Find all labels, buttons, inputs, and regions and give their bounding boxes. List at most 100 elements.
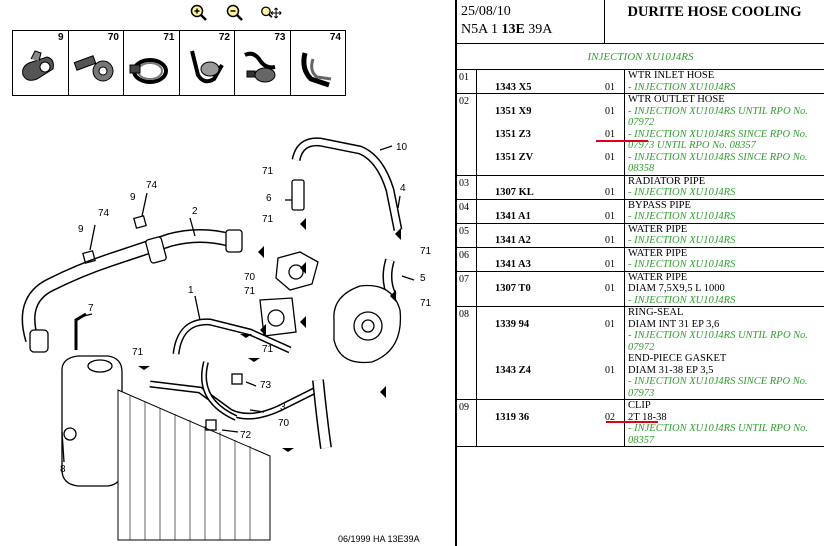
part-reference <box>477 435 605 447</box>
part-reference[interactable]: 1341 A3 <box>495 259 531 270</box>
part-description: WATER PIPE <box>624 247 824 259</box>
part-reference[interactable]: 1339 94 <box>495 318 530 330</box>
part-reference[interactable]: 1343 Z4 <box>495 364 531 376</box>
part-description: DIAM 7,5X9,5 L 1000 <box>624 283 824 295</box>
group-number: 07 <box>457 271 477 306</box>
part-line: 07973 <box>477 387 824 399</box>
part-quantity: 01 <box>605 81 615 93</box>
part-line: WATER PIPE <box>477 271 824 284</box>
part-reference[interactable]: 1341 A1 <box>495 211 531 222</box>
callout-1[interactable]: 1 <box>188 285 194 296</box>
callout-7[interactable]: 7 <box>88 303 94 314</box>
thumb-part-74[interactable]: 74 <box>291 31 346 95</box>
callout-9-top[interactable]: 9 <box>130 192 136 203</box>
part-description: RADIATOR PIPE <box>624 175 824 187</box>
part-quantity <box>605 272 624 284</box>
group-number: 09 <box>457 400 477 446</box>
callout-74-top[interactable]: 74 <box>146 180 158 191</box>
part-line: BYPASS PIPE <box>477 199 824 211</box>
thumb-part-70[interactable]: 70 <box>69 31 124 95</box>
part-reference[interactable]: 1319 36 <box>495 411 530 423</box>
callout-71-a[interactable]: 71 <box>262 166 274 177</box>
hose-clip-icon <box>300 52 331 88</box>
part-reference[interactable]: 1351 Z3 <box>495 128 531 140</box>
callout-8[interactable]: 8 <box>60 464 66 475</box>
callout-72[interactable]: 72 <box>240 430 252 441</box>
part-quantity <box>605 376 624 388</box>
callout-10[interactable]: 10 <box>396 142 408 153</box>
callout-73[interactable]: 73 <box>260 380 272 391</box>
callout-71-g[interactable]: 71 <box>132 347 144 358</box>
thumb-part-72[interactable]: 72 <box>180 31 235 95</box>
part-line: WTR OUTLET HOSE <box>477 94 824 106</box>
part-reference[interactable]: 1307 KL <box>495 187 534 198</box>
zoom-pan-button[interactable] <box>260 4 282 22</box>
callout-6[interactable]: 6 <box>266 193 272 204</box>
callout-71-d[interactable]: 71 <box>420 298 432 309</box>
part-description: - INJECTION XU10J4RS <box>624 259 824 271</box>
thumb-part-9[interactable]: 9 <box>13 31 69 95</box>
part-reference <box>477 117 605 129</box>
part-reference[interactable]: 1343 X5 <box>495 81 532 93</box>
callout-4[interactable]: 4 <box>400 183 406 194</box>
part-reference[interactable]: 1341 A2 <box>495 235 531 246</box>
part-reference[interactable]: 1351 X9 <box>495 105 532 117</box>
pane-splitter[interactable] <box>455 0 457 546</box>
part-description: DIAM 31-38 EP 3,5 <box>624 364 824 376</box>
part-description: - INJECTION XU10J4RS UNTIL RPO No. <box>624 423 824 435</box>
part-reference <box>477 248 605 260</box>
part-reference <box>477 423 605 435</box>
callout-71-b[interactable]: 71 <box>262 214 274 225</box>
callout-5[interactable]: 5 <box>420 273 426 284</box>
part-description: - INJECTION XU10J4RS <box>624 187 824 199</box>
callout-2[interactable]: 2 <box>192 206 198 217</box>
header-code: N5A 1 13E 39A <box>461 22 553 37</box>
group-number: 04 <box>457 199 477 223</box>
callout-71-c[interactable]: 71 <box>420 246 432 257</box>
page-title: DURITE HOSE COOLING <box>627 4 802 20</box>
part-description: - INJECTION XU10J4RS SINCE RPO No. <box>624 128 824 140</box>
group-number: 05 <box>457 223 477 247</box>
callout-9-left[interactable]: 9 <box>78 224 84 235</box>
part-description: - INJECTION XU10J4RS UNTIL RPO No. <box>624 330 824 342</box>
part-reference[interactable]: 1307 T0 <box>495 283 531 294</box>
zoom-in-icon <box>190 4 207 21</box>
part-reference[interactable]: 1351 ZV <box>495 151 534 163</box>
part-reference <box>477 94 605 106</box>
callout-71-f[interactable]: 71 <box>262 344 274 355</box>
part-description: - INJECTION XU10J4RS UNTIL RPO No. <box>624 105 824 117</box>
part-reference <box>477 400 605 412</box>
callout-71-e[interactable]: 71 <box>244 286 256 297</box>
part-reference <box>477 353 605 365</box>
part-quantity <box>605 330 624 342</box>
part-quantity <box>605 94 624 106</box>
callout-70-a[interactable]: 70 <box>244 272 256 283</box>
zoom-in-button[interactable] <box>188 4 210 22</box>
callout-74-left[interactable]: 74 <box>98 208 110 219</box>
callout-3[interactable]: 3 <box>280 402 286 413</box>
zoom-out-button[interactable] <box>224 4 246 22</box>
part-line: 07973 UNTIL RPO No. 08357 <box>477 140 824 152</box>
parts-header: 25/08/10 N5A 1 13E 39A DURITE HOSE COOLI… <box>457 0 824 44</box>
part-description: WTR OUTLET HOSE <box>624 94 824 106</box>
thumb-part-71[interactable]: 71 <box>124 31 180 95</box>
thumb-part-73[interactable]: 73 <box>235 31 291 95</box>
callout-70-b[interactable]: 70 <box>278 418 290 429</box>
